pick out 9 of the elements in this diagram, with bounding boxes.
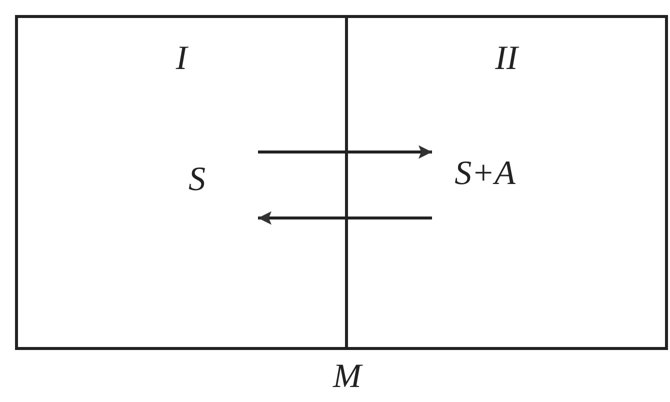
arrow	[258, 211, 432, 225]
arrow	[258, 145, 432, 159]
substance-formula: S	[188, 161, 206, 199]
substance-formula: S+A	[454, 155, 516, 193]
compartment	[15, 15, 345, 350]
compartment-label: I	[174, 40, 190, 78]
compartment-label: II	[494, 40, 520, 78]
membrane-label: M	[333, 358, 362, 396]
compartment	[345, 15, 668, 350]
